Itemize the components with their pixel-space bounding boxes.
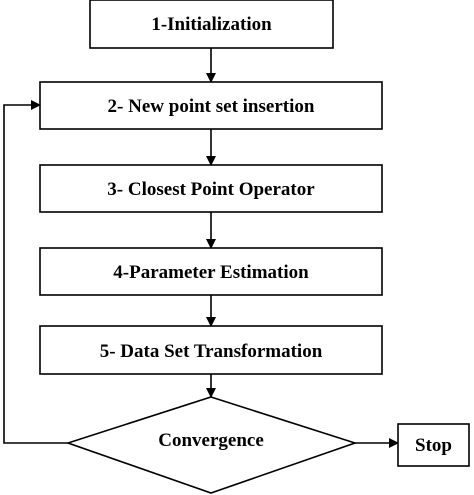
feedback-loop-arrow: [3, 100, 68, 444]
decision-convergence: Convergence: [65, 396, 358, 494]
step-box-closest-point-operator: 3- Closest Point Operator: [39, 164, 383, 213]
step-label-new-point-set-insertion: 2- New point set insertion: [108, 96, 315, 117]
terminal-stop: Stop: [397, 423, 470, 467]
step-box-parameter-estimation: 4-Parameter Estimation: [39, 247, 383, 296]
step-label-parameter-estimation: 4-Parameter Estimation: [113, 262, 309, 283]
decision-label-convergence: Convergence: [158, 430, 264, 451]
terminal-label-stop: Stop: [415, 435, 452, 456]
step-label-closest-point-operator: 3- Closest Point Operator: [107, 179, 315, 200]
step-label-data-set-transformation: 5- Data Set Transformation: [100, 341, 323, 362]
step-label-initialization: 1-Initialization: [151, 14, 272, 35]
step-box-new-point-set-insertion: 2- New point set insertion: [39, 81, 383, 130]
step-box-data-set-transformation: 5- Data Set Transformation: [39, 325, 383, 375]
step-box-initialization: 1-Initialization: [89, 0, 334, 49]
